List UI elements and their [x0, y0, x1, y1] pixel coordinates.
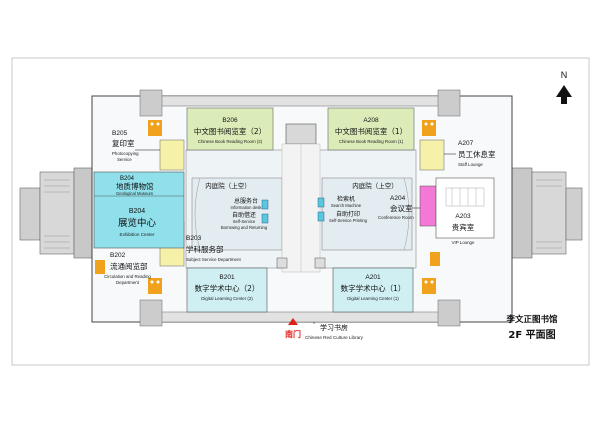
- study-en: Chinese Red Culture Library: [305, 335, 364, 340]
- self-borrow-en2: Borrowing and Returning: [221, 225, 268, 230]
- floor-title: 2F 平面图: [508, 329, 555, 341]
- north-label: N: [561, 70, 568, 80]
- study-zh: 学习书房: [320, 323, 348, 332]
- a207-en: Staff Lounge: [458, 162, 483, 167]
- east-wing: [511, 167, 583, 259]
- print-en: Self-Service Printing: [329, 218, 368, 223]
- room-a208[interactable]: [327, 107, 415, 151]
- west-wing: [19, 167, 93, 259]
- central-stair: [281, 123, 321, 273]
- library-name: 李文正图书馆: [505, 314, 558, 325]
- a201-zh: 数字学术中心（1）: [341, 283, 406, 293]
- b203-code: B203: [186, 235, 202, 242]
- a208-en: Chinese Book Reading Room (1): [339, 139, 404, 144]
- print-zh: 自助打印: [336, 210, 360, 218]
- a203-zh: 贵宾室: [452, 222, 475, 232]
- b201-zh: 数字学术中心（2）: [195, 283, 260, 293]
- b202-zh: 流通阅览部: [110, 261, 148, 271]
- room-b204[interactable]: [93, 171, 185, 249]
- self-borrow-zh: 自助借还: [232, 211, 256, 219]
- info-desk-zh: 总服务台: [234, 197, 258, 205]
- a208-code: A208: [363, 117, 379, 124]
- b201-code: B201: [219, 274, 235, 281]
- courtyard-right: [321, 177, 413, 251]
- room-b205[interactable]: [159, 139, 185, 171]
- b204b-code: B204: [129, 208, 145, 215]
- a203-en: VIP Lounge: [452, 240, 475, 245]
- corner-stairs: [139, 89, 461, 327]
- entrance-arrow-icon: [288, 318, 298, 325]
- b204a-zh: 地质博物馆: [116, 181, 154, 191]
- b203-en: Subject Service Department: [186, 257, 241, 262]
- b201-en: Digital Learning Center (2): [201, 296, 253, 301]
- courtyard-left-label: 内庭院（上空）: [205, 181, 251, 190]
- b205-zh: 复印室: [112, 138, 135, 148]
- self-borrow-en1: Self-Service: [233, 219, 256, 224]
- room-a207[interactable]: [419, 139, 445, 171]
- search-en: Search Machine: [331, 203, 362, 208]
- a204-zh: 会议室: [390, 203, 413, 213]
- entrance-label: 南门: [285, 329, 301, 339]
- b205-en2: Service: [117, 157, 132, 162]
- a208-zh: 中文图书阅览室（1）: [335, 126, 407, 136]
- b202-code: B202: [110, 252, 126, 259]
- b203-zh: 学科服务部: [186, 244, 224, 254]
- b204a-en: Geological Museum: [116, 191, 154, 196]
- room-a204[interactable]: [419, 185, 437, 227]
- map-frame: [11, 57, 590, 366]
- b206-zh: 中文图书阅览室（2）: [194, 126, 266, 136]
- info-desk-en: Information desk: [231, 205, 263, 210]
- room-b201[interactable]: [186, 267, 268, 313]
- kiosk-icon: [261, 197, 325, 224]
- a201-code: A201: [365, 274, 381, 281]
- toilet-icon: [95, 120, 440, 294]
- a207-zh: 员工休息室: [458, 149, 496, 159]
- search-zh: 检索机: [337, 195, 355, 203]
- b206-code: B206: [222, 117, 238, 124]
- a204-code: A204: [390, 195, 406, 202]
- courtyard-right-label: 内庭院（上空）: [352, 181, 398, 190]
- b204b-en: Exhibition Center: [120, 232, 155, 237]
- b205-code: B205: [112, 130, 128, 137]
- b204b-zh: 展览中心: [118, 217, 157, 229]
- b206-en: Chinese Book Reading Room (2): [198, 139, 263, 144]
- b205-en1: Photocopying: [112, 151, 139, 156]
- north-arrow-icon: [556, 85, 572, 104]
- b202-en2: Department: [116, 280, 140, 285]
- b204a-code: B204: [120, 176, 135, 182]
- a203-code: A203: [455, 213, 471, 220]
- a204-en: Conference Room: [378, 215, 414, 220]
- elevator-icon: [276, 257, 326, 269]
- room-b206[interactable]: [186, 107, 274, 151]
- a207-code: A207: [458, 140, 474, 147]
- room-a201[interactable]: [332, 267, 414, 313]
- a201-en: Digital Learning Center (1): [347, 296, 399, 301]
- b202-en1: Circulation and Reading: [104, 274, 151, 279]
